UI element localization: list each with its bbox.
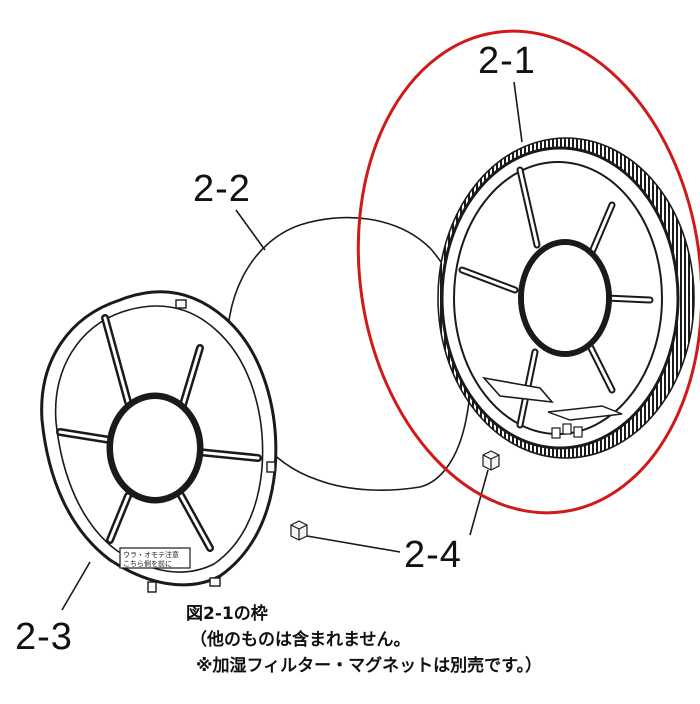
caution-sticker: ウラ・オモテ注意 こちら側を前に bbox=[119, 547, 191, 569]
caption-note-2: ※加湿フィルター・マグネットは別売です。） bbox=[196, 656, 542, 676]
label-2-2: 2-2 bbox=[193, 168, 251, 210]
magnet-cube-right bbox=[482, 450, 500, 471]
caption-title: 図2-1の枠 bbox=[186, 604, 268, 624]
leader-line-2-2 bbox=[235, 209, 266, 251]
sticker-line-2: こちら側を前に bbox=[123, 559, 172, 568]
label-2-4: 2-4 bbox=[404, 534, 462, 576]
label-2-3: 2-3 bbox=[15, 616, 73, 658]
caption-note-1: （他のものは含まれません。 bbox=[190, 630, 411, 650]
leader-line-2-1 bbox=[513, 81, 523, 143]
magnet-cube-left bbox=[290, 520, 308, 541]
leader-lines bbox=[61, 81, 523, 611]
front-frame: ウラ・オモテ注意 こちら側を前に bbox=[40, 290, 278, 593]
label-2-1: 2-1 bbox=[478, 40, 536, 82]
leader-line-2-4-right bbox=[469, 469, 489, 536]
sticker-line-1: ウラ・オモテ注意 bbox=[123, 550, 179, 559]
leader-line-2-3 bbox=[61, 561, 91, 611]
leader-line-2-4-left bbox=[306, 535, 401, 553]
rear-frame-with-gear bbox=[437, 137, 695, 459]
highlight-circle bbox=[356, 29, 700, 515]
